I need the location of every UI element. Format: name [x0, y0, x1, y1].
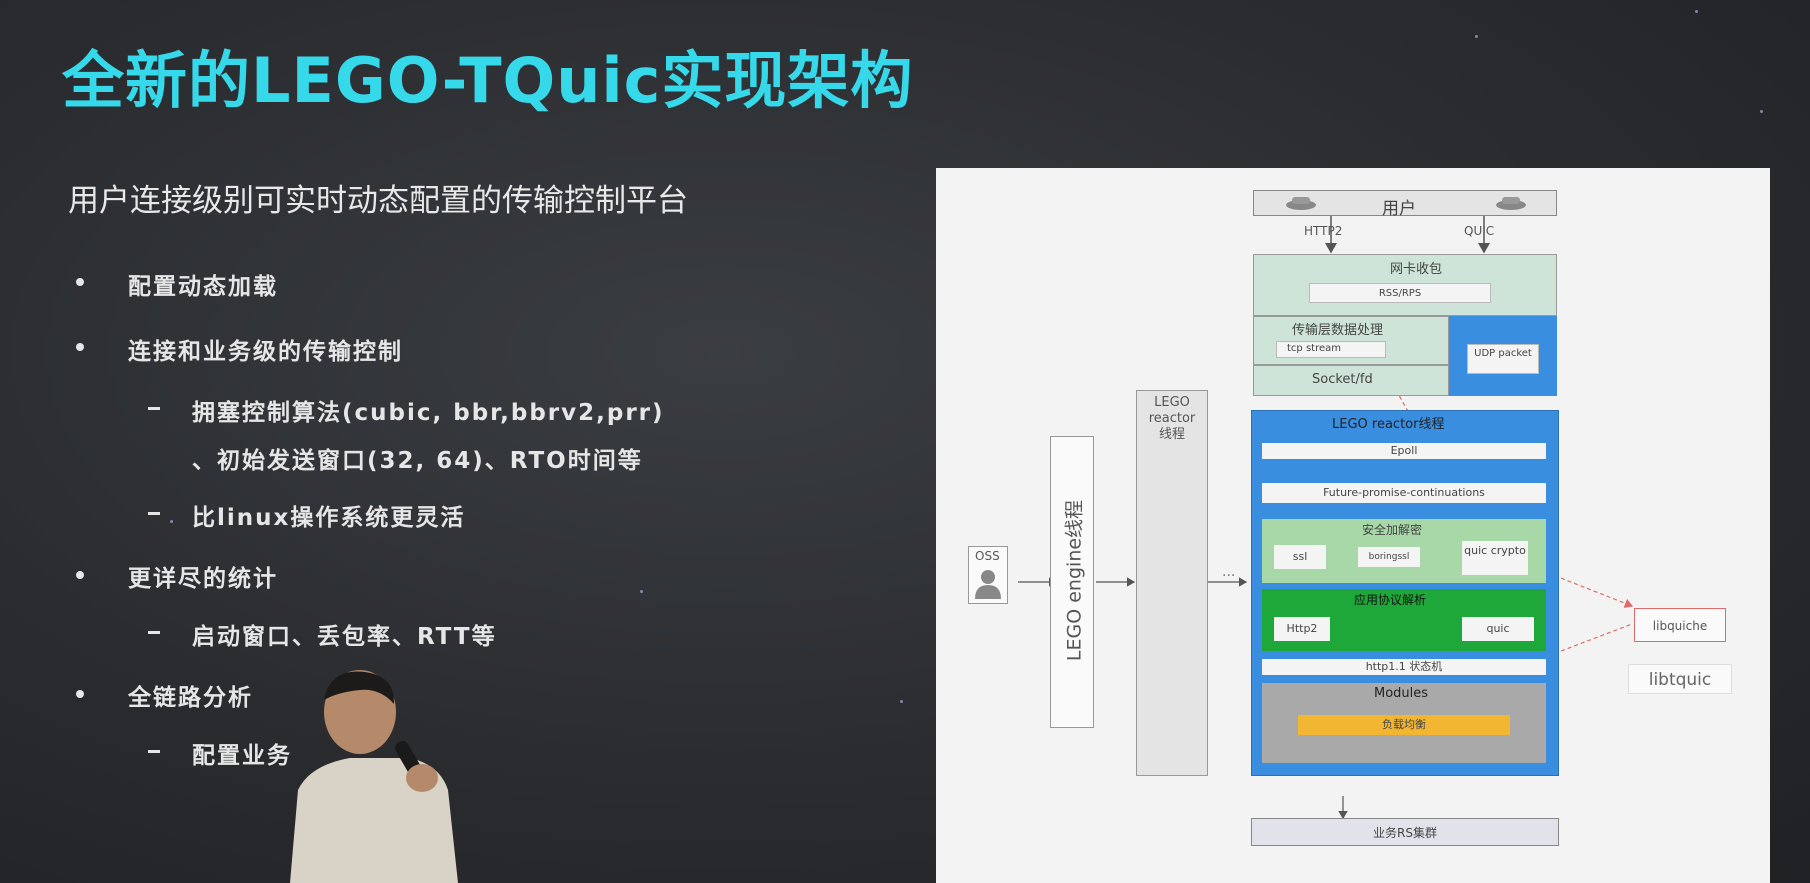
- libquiche-label: libquiche: [1652, 619, 1708, 633]
- sub-bullet-stats-detail: 启动窗口、丢包率、RTT等: [192, 624, 497, 650]
- router-icon: [1286, 197, 1316, 210]
- ssl-label: ssl: [1292, 550, 1308, 563]
- speaker-photo: [290, 670, 458, 883]
- nic-label: 网卡收包: [1390, 262, 1443, 277]
- boringssl-label: boringssl: [1368, 552, 1410, 562]
- modules-box: Modules 负载均衡: [1262, 683, 1546, 763]
- load-balance-label: 负载均衡: [1382, 718, 1426, 731]
- bullet-transport-control: 连接和业务级的传输控制: [128, 339, 403, 365]
- lego-engine-column: LEGO engine线程: [1050, 436, 1094, 728]
- libquiche-box: libquiche: [1634, 608, 1726, 642]
- background-star: [900, 700, 903, 703]
- quic-box: quic: [1462, 617, 1534, 641]
- lego-reactor-box: LEGO reactor线程 Epoll Future-promise-cont…: [1251, 410, 1559, 776]
- quic-protocol-label: QUIC: [1464, 224, 1495, 238]
- security-box: 安全加解密 ssl boringssl quic crypto: [1262, 519, 1546, 583]
- slide-subtitle: 用户连接级别可实时动态配置的传输控制平台: [68, 183, 688, 219]
- libtquic-label: libtquic: [1648, 670, 1712, 690]
- modules-label: Modules: [1374, 686, 1429, 701]
- lego-reactor-column: LEGO reactor 线程: [1136, 390, 1208, 776]
- sub-bullet-config-business: 配置业务: [192, 743, 292, 769]
- bullet-full-link: 全链路分析: [128, 685, 253, 711]
- epoll-label: Epoll: [1390, 444, 1418, 457]
- bullet-dot: [76, 690, 84, 698]
- lego-engine-label: LEGO engine线程: [1063, 499, 1086, 662]
- http2-protocol-label: HTTP2: [1304, 224, 1343, 238]
- transport-layer-box: 传输层数据处理 tcp stream: [1253, 316, 1449, 365]
- background-star: [1760, 110, 1763, 113]
- load-balance-box: 负载均衡: [1298, 715, 1510, 735]
- nic-receive-box: 网卡收包 RSS/RPS: [1253, 254, 1557, 316]
- background-star: [1695, 10, 1698, 13]
- business-rs-label: 业务RS集群: [1373, 826, 1437, 840]
- epoll-box: Epoll: [1262, 443, 1546, 459]
- router-icon: [1496, 197, 1526, 210]
- quic-box-label: quic: [1486, 622, 1510, 635]
- sub-bullet-congestion: 拥塞控制算法(cubic, bbr,bbrv2,prr): [192, 400, 665, 426]
- http11-state-label: http1.1 状态机: [1365, 660, 1443, 673]
- architecture-diagram: 用户 HTTP2 QUIC 网卡收包 RSS/RPS 传输层数据处理 tcp s…: [936, 168, 1770, 883]
- tcp-stream-box: tcp stream: [1276, 341, 1386, 358]
- future-promise-label: Future-promise-continuations: [1323, 486, 1485, 499]
- rss-rps-box: RSS/RPS: [1309, 283, 1491, 303]
- http2-box: Http2: [1274, 617, 1330, 641]
- oss-box: OSS: [968, 546, 1008, 604]
- bullet-statistics: 更详尽的统计: [128, 566, 278, 592]
- bullet-dot: [76, 343, 84, 351]
- user-label: 用户: [1382, 199, 1416, 219]
- socket-label: Socket/fd: [1312, 372, 1373, 387]
- libtquic-box: libtquic: [1628, 664, 1732, 694]
- slide-title: 全新的LEGO-TQuic实现架构: [62, 44, 914, 117]
- background-star: [170, 520, 173, 523]
- tcp-stream-label: tcp stream: [1287, 343, 1341, 354]
- lego-reactor-title: LEGO reactor线程: [1332, 417, 1445, 432]
- security-label: 安全加解密: [1362, 523, 1423, 537]
- lego-reactor-col-label: LEGO reactor 线程: [1148, 395, 1196, 442]
- business-rs-cluster-box: 业务RS集群: [1251, 818, 1559, 846]
- quic-crypto-label: quic crypto: [1464, 544, 1526, 557]
- app-protocol-label: 应用协议解析: [1354, 593, 1427, 607]
- user-box: 用户: [1253, 190, 1557, 219]
- bullet-config-load: 配置动态加载: [128, 274, 278, 300]
- sub-bullet-linux: 比linux操作系统更灵活: [192, 505, 466, 531]
- person-icon: [975, 570, 1001, 599]
- http11-state-box: http1.1 状态机: [1262, 659, 1546, 675]
- background-star: [1475, 35, 1478, 38]
- sub-bullet-congestion-cont: 、初始发送窗口(32, 64)、RTO时间等: [192, 448, 643, 474]
- oss-label: OSS: [975, 549, 1000, 563]
- future-promise-box: Future-promise-continuations: [1262, 483, 1546, 503]
- udp-box: UDP packet: [1449, 316, 1557, 396]
- bullet-dot: [76, 278, 84, 286]
- boringssl-box: boringssl: [1358, 547, 1420, 567]
- transport-label: 传输层数据处理: [1292, 323, 1384, 338]
- udp-packet-box: UDP packet: [1467, 344, 1539, 374]
- bullet-dash: [148, 512, 160, 515]
- quic-crypto-box: quic crypto: [1462, 541, 1528, 575]
- udp-packet-label: UDP packet: [1474, 348, 1532, 359]
- ssl-box: ssl: [1274, 545, 1326, 569]
- bullet-dot: [76, 571, 84, 579]
- background-star: [640, 590, 643, 593]
- app-protocol-box: 应用协议解析 Http2 quic: [1262, 589, 1546, 651]
- rss-rps-label: RSS/RPS: [1378, 288, 1422, 299]
- bullet-dash: [148, 750, 160, 753]
- bullet-dash: [148, 407, 160, 410]
- http2-box-label: Http2: [1286, 622, 1318, 635]
- bullet-dash: [148, 631, 160, 634]
- socket-box: Socket/fd: [1253, 365, 1449, 396]
- ellipsis-label: ...: [1222, 564, 1236, 580]
